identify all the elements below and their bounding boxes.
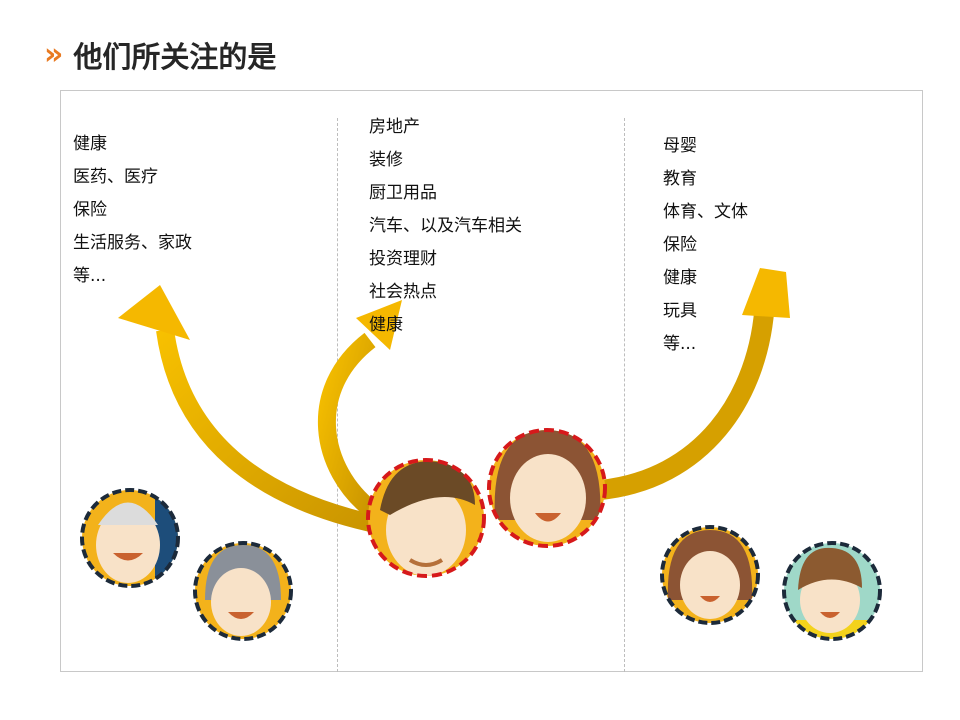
arrow-left [118,285,382,534]
list-item: 保险 [73,200,107,220]
column-divider [624,118,625,672]
list-item: 健康 [369,315,403,335]
list-item: 等... [663,334,697,354]
arrow-right [598,268,790,500]
interests-list-parents: 房地产 装修 厨卫用品 汽车、以及汽车相关 投资理财 社会热点 健康 [369,111,522,342]
list-item: 保险 [663,235,697,255]
list-item: 厨卫用品 [369,183,437,203]
list-item: 社会热点 [369,282,437,302]
list-item: 汽车、以及汽车相关 [369,216,522,236]
avatar-grandfather [80,488,180,588]
list-item: 玩具 [663,301,697,321]
list-item: 等... [73,266,107,286]
avatar-father [366,458,486,578]
slide-header: » 他们所关注的是 [44,34,276,76]
list-item: 医药、医疗 [73,167,158,187]
list-item: 体育、文体 [663,202,748,222]
list-item: 健康 [73,134,107,154]
list-item: 投资理财 [369,249,437,269]
list-item: 健康 [663,268,697,288]
list-item: 母婴 [663,136,697,156]
content-panel [60,90,923,672]
page-title: 他们所关注的是 [73,40,277,74]
arrow-middle [318,300,402,518]
interests-list-children: 母婴 教育 体育、文体 保险 健康 玩具 等... [663,130,748,361]
avatar-girl [660,525,760,625]
double-chevron-right-icon: » [44,37,63,72]
list-item: 教育 [663,169,697,189]
avatar-boy [782,541,882,641]
list-item: 房地产 [369,117,420,137]
interests-list-elderly: 健康 医药、医疗 保险 生活服务、家政 等... [73,128,192,293]
avatar-grandmother [193,541,293,641]
list-item: 生活服务、家政 [73,233,192,253]
list-item: 装修 [369,150,403,170]
avatar-mother [487,428,607,548]
